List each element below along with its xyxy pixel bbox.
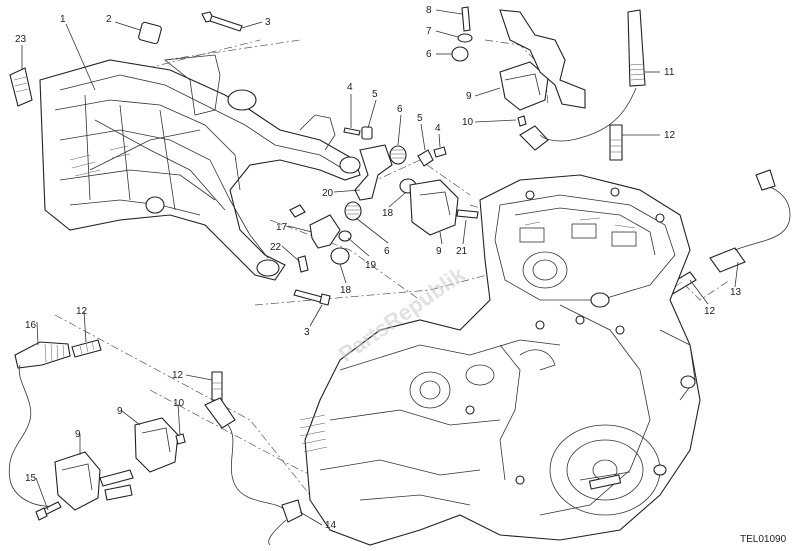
coil-assembly-top	[451, 6, 586, 151]
callout: 4	[347, 82, 353, 93]
callout-labels: 23 1 2 3 8 7 6 9 10 11 12 4 5 6 5 4 20 1…	[15, 5, 742, 531]
callout: 2	[106, 14, 112, 25]
spark-plug-cap-top	[539, 9, 646, 142]
callout: 10	[173, 398, 185, 409]
callout: 10	[462, 117, 474, 128]
callout: 3	[304, 327, 310, 338]
callout: 11	[664, 67, 675, 78]
callout: 14	[325, 520, 337, 531]
leader-lines	[21, 9, 739, 526]
callout: 1	[60, 14, 66, 25]
callout: 15	[25, 473, 37, 484]
callout: 16	[25, 320, 37, 331]
callout: 12	[704, 306, 716, 317]
callout: 9	[75, 429, 81, 440]
frame	[39, 54, 361, 281]
callout: 17	[276, 222, 288, 233]
callout: 8	[426, 5, 432, 16]
ignition-coil-lower-right	[134, 417, 186, 473]
callout: 12	[76, 306, 88, 317]
bolt-top	[201, 11, 243, 32]
callout: 20	[322, 188, 334, 199]
callout: 18	[382, 208, 394, 219]
spark-plug-lead-lower	[8, 341, 71, 507]
callout: 6	[426, 49, 432, 60]
callout: 4	[435, 123, 441, 134]
callout: 23	[15, 34, 27, 45]
drawing-code: TEL01090	[740, 534, 787, 545]
callout: 6	[384, 246, 390, 257]
ignition-coil-upper	[409, 179, 479, 236]
ignition-coil-lower-left	[54, 451, 134, 511]
callout: 9	[436, 246, 442, 257]
coil-bolt-lower	[35, 501, 62, 521]
label-decal	[9, 67, 33, 107]
callout: 5	[372, 89, 378, 100]
callout: 13	[730, 287, 742, 298]
callout: 22	[270, 242, 282, 253]
callout: 21	[456, 246, 468, 257]
spark-plug-lower	[211, 371, 223, 401]
callout: 9	[466, 91, 472, 102]
callout: 18	[340, 285, 352, 296]
callout: 5	[417, 113, 423, 124]
coil-bracket-hardware	[289, 126, 447, 306]
engine-block	[299, 174, 701, 546]
spark-plug-top	[609, 124, 623, 161]
callout: 7	[426, 26, 432, 37]
spark-plug-cap-lower	[204, 397, 303, 546]
callout: 9	[117, 406, 123, 417]
callout: 12	[664, 130, 676, 141]
callout: 19	[365, 260, 377, 271]
spark-plug-cap-right	[709, 169, 791, 273]
callout: 3	[265, 17, 271, 28]
callout: 12	[172, 370, 184, 381]
callout: 6	[397, 104, 403, 115]
spark-plug-left	[71, 339, 102, 358]
bushing	[138, 21, 162, 45]
